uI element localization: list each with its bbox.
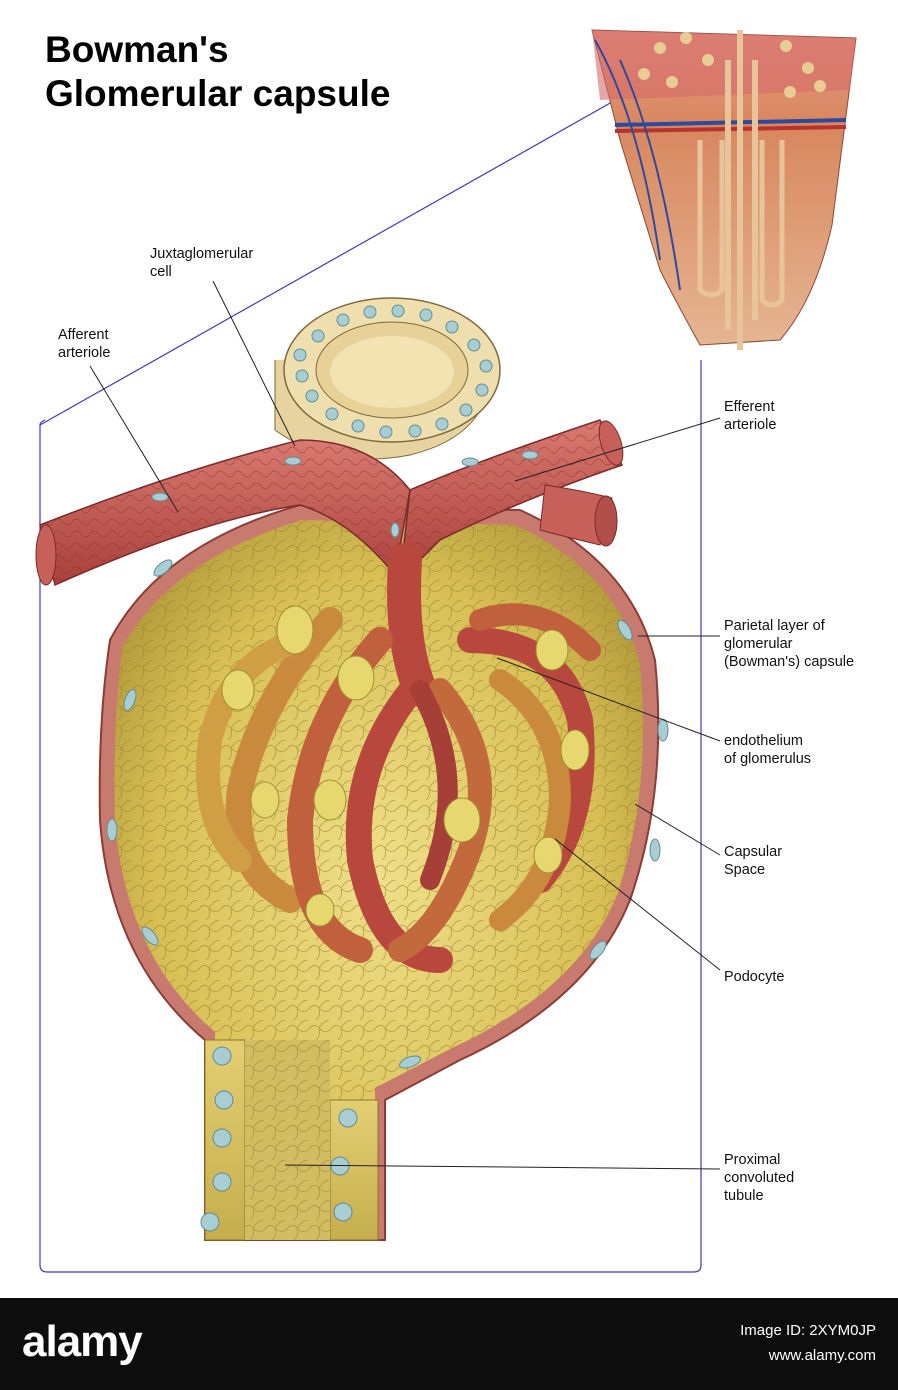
leader-lines: [89, 280, 721, 1170]
label-efferent-arteriole: Efferent arteriole: [724, 399, 777, 433]
label-endothelium: endothelium of glomerulus: [724, 733, 812, 767]
title-line-2: Glomerular capsule: [45, 73, 391, 114]
glomerulus-illustration: [35, 29, 857, 1273]
distal-tubule: [274, 297, 501, 460]
arterioles: [35, 419, 624, 587]
proximal-tubule: [200, 1039, 379, 1241]
label-parietal-layer: Parietal layer of glomerular (Bowman's) …: [724, 618, 855, 670]
label-juxtaglomerular-cell: Juxtaglomerular cell: [150, 246, 254, 280]
watermark-footer: [0, 1298, 898, 1390]
glomerular-capillaries: [196, 543, 601, 973]
alamy-logo: alamy: [22, 1317, 143, 1366]
stock-url: www.alamy.com: [768, 1347, 876, 1364]
inset-frame: [39, 57, 702, 1273]
label-proximal-tubule: Proximal convoluted tubule: [724, 1152, 795, 1204]
label-afferent-arteriole: Afferent arteriole: [58, 327, 111, 361]
label-podocyte: Podocyte: [724, 969, 785, 985]
title-line-1: Bowman's: [45, 29, 229, 70]
image-id: Image ID: 2XYM0JP: [740, 1322, 876, 1339]
bowman-capsule: [98, 503, 669, 1241]
kidney-section-inset: [591, 29, 857, 350]
page-title: Bowman's Glomerular capsule: [45, 28, 390, 116]
label-capsular-space: Capsular Space: [724, 844, 783, 878]
